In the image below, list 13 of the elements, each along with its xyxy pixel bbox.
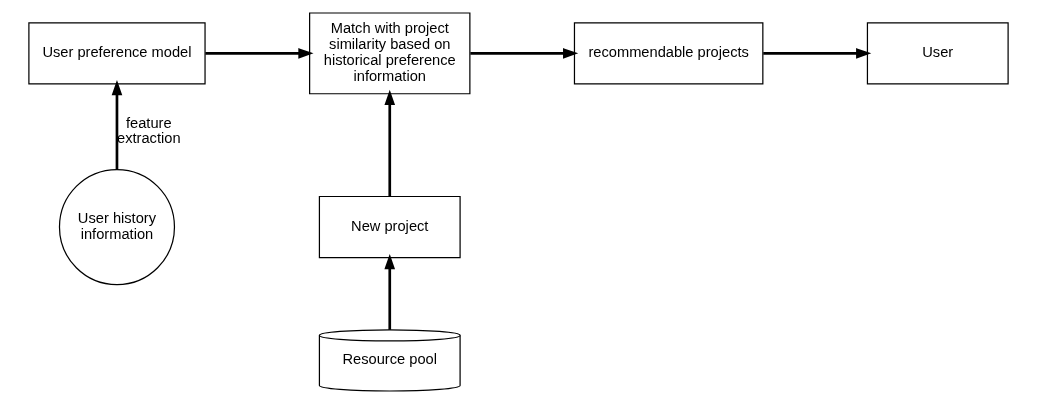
arrow xyxy=(384,89,396,197)
node-box: User preference model xyxy=(28,22,206,85)
arrow xyxy=(111,80,123,170)
arrow xyxy=(470,48,579,59)
edge-label: feature extraction xyxy=(117,114,181,147)
arrow xyxy=(205,48,314,59)
node-circle: User history information xyxy=(58,168,176,286)
node-box: recommendable projects xyxy=(573,22,764,85)
arrow xyxy=(384,253,396,330)
node-box: New project xyxy=(318,195,461,259)
node-box: Match with project similarity based on historical preference information xyxy=(309,12,471,95)
arrow xyxy=(763,48,872,59)
node-box: User xyxy=(866,22,1009,85)
